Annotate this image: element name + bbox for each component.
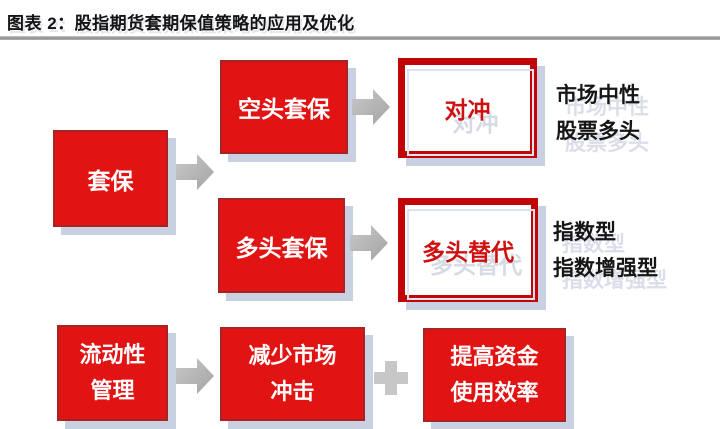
improve-capital-efficiency-box: 提高资金 使用效率 — [423, 328, 566, 422]
capital-efficiency-line: 使用效率 — [450, 380, 539, 405]
right-arrow-icon — [350, 223, 388, 268]
note-line: 指数增强型 — [553, 257, 658, 280]
liquidity-management-box: 流动性 管理 — [57, 325, 168, 421]
note-line: 市场中性 — [556, 84, 640, 107]
offset-strategy-label: 对冲 — [444, 97, 491, 123]
page-title: 图表 2：股指期货套期保值策略的应用及优化 — [7, 14, 355, 33]
capital-efficiency-line: 提高资金 — [450, 344, 539, 369]
note-index-type: 指数型 指数增强型 — [553, 215, 658, 287]
offset-strategy-box: 对冲 — [398, 58, 537, 158]
liquidity-label-line: 管理 — [90, 378, 135, 403]
right-arrow-icon — [176, 152, 214, 197]
long-hedge-box: 多头套保 — [218, 198, 345, 293]
note-line: 指数型 — [553, 221, 616, 244]
hedge-box: 套保 — [53, 130, 168, 227]
plus-icon — [371, 358, 411, 403]
title-divider — [0, 36, 720, 40]
long-substitute-label: 多头替代 — [422, 239, 514, 265]
long-hedge-label: 多头套保 — [235, 234, 328, 261]
note-market-neutral: 市场中性 股票多头 — [556, 78, 640, 150]
hedge-box-label: 套保 — [87, 167, 134, 194]
reduce-market-impact-box: 减少市场 冲击 — [220, 327, 365, 421]
reduce-impact-line: 减少市场 — [248, 343, 337, 368]
short-hedge-box: 空头套保 — [220, 60, 348, 154]
reduce-impact-line: 冲击 — [270, 379, 315, 404]
note-line: 股票多头 — [556, 120, 640, 143]
long-substitute-box: 多头替代 — [398, 198, 538, 302]
right-arrow-icon — [176, 356, 214, 401]
short-hedge-label: 空头套保 — [238, 96, 330, 122]
liquidity-label-line: 流动性 — [79, 342, 146, 367]
right-arrow-icon — [352, 87, 390, 132]
